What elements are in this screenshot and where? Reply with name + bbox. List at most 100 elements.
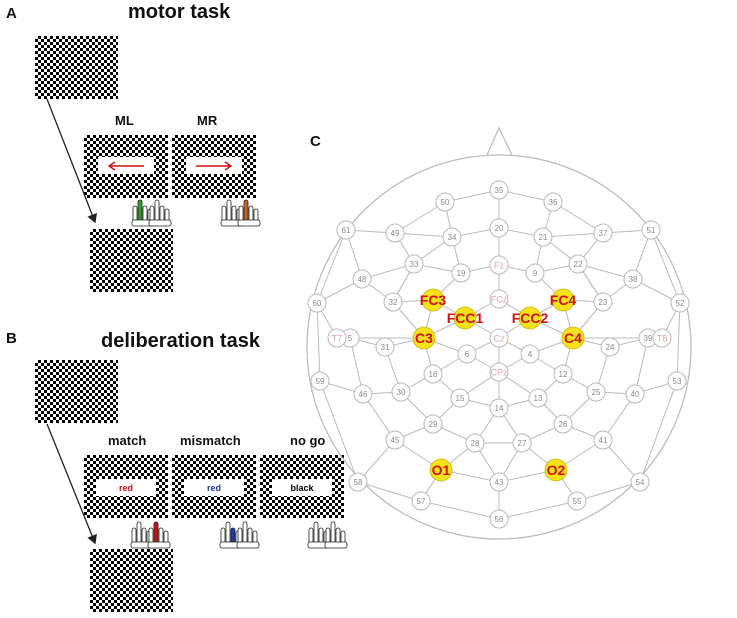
condition-label-no-go: no go: [290, 433, 326, 448]
numbered-electrode-61: 61: [336, 220, 356, 240]
stimulus-word-match: red: [118, 482, 133, 493]
electrode-label: 51: [647, 226, 656, 235]
numbered-electrode-13: 13: [528, 388, 548, 408]
electrode-label: 50: [441, 198, 450, 207]
numbered-electrode-60: 60: [307, 293, 327, 313]
numbered-electrode-28: 28: [465, 433, 485, 453]
numbered-electrode-59: 59: [310, 371, 330, 391]
numbered-electrode-15: 15: [450, 388, 470, 408]
highlighted-electrode-fcc2: FCC2: [512, 306, 549, 330]
reference-electrode-t7: T7: [327, 328, 347, 348]
highlighted-electrode-fcc1: FCC1: [447, 306, 484, 330]
reference-electrode-cz: Cz: [489, 328, 509, 348]
electrode-label: T8: [657, 334, 668, 344]
electrode-label: 53: [673, 377, 682, 386]
electrode-label: CPz: [490, 368, 508, 378]
panel-b-letter: B: [6, 330, 17, 347]
numbered-electrode-6: 6: [457, 344, 477, 364]
electrode-label: 25: [592, 388, 601, 397]
electrode-label: 56: [495, 515, 504, 524]
numbered-electrode-22: 22: [568, 254, 588, 274]
electrode-label: FCC2: [512, 310, 549, 326]
highlighted-electrode-fc3: FC3: [420, 288, 446, 312]
electrode-label: C4: [564, 330, 582, 346]
electrode-label: C3: [415, 330, 433, 346]
electrode-label: 4: [528, 350, 533, 359]
numbered-electrode-41: 41: [593, 430, 613, 450]
numbered-electrode-58: 58: [348, 472, 368, 492]
numbered-electrode-34: 34: [442, 227, 462, 247]
electrode-label: 26: [559, 420, 568, 429]
electrode-label: FCz: [491, 295, 508, 305]
electrode-label: 49: [391, 229, 400, 238]
electrode-label: 14: [495, 404, 504, 413]
numbered-electrode-35: 35: [489, 180, 509, 200]
numbered-electrode-29: 29: [423, 414, 443, 434]
head-outline: [306, 126, 692, 540]
electrode-label: 27: [518, 439, 527, 448]
electrode-label: 23: [599, 298, 608, 307]
response-screen-a: [90, 229, 173, 292]
numbered-electrode-52: 52: [670, 293, 690, 313]
highlighted-electrode-c3: C3: [412, 326, 436, 350]
numbered-electrode-46: 46: [353, 384, 373, 404]
highlighted-electrode-c4: C4: [561, 326, 585, 350]
panel-a-letter: A: [6, 5, 17, 22]
response-screen-b: [90, 549, 173, 612]
sequence-arrow-a: [46, 98, 98, 224]
hand-icon-mr: [237, 199, 261, 227]
sequence-arrow-b: [46, 423, 97, 545]
electrode-label: 37: [599, 229, 608, 238]
electrode-label: 55: [573, 497, 582, 506]
numbered-electrode-57: 57: [411, 491, 431, 511]
numbered-electrode-49: 49: [385, 223, 405, 243]
electrode-label: FCC1: [447, 310, 484, 326]
numbered-electrode-26: 26: [553, 414, 573, 434]
hand-icon-match: [147, 521, 171, 549]
electrode-label: 35: [495, 186, 504, 195]
hand-icon-ml: [131, 199, 155, 227]
stimulus-screen-mismatch: red: [172, 455, 256, 518]
highlighted-electrode-o1: O1: [429, 458, 453, 482]
numbered-electrode-32: 32: [383, 292, 403, 312]
electrode-label: 57: [417, 497, 426, 506]
condition-label-mismatch: mismatch: [180, 433, 241, 448]
electrode-label: Cz: [494, 334, 505, 344]
electrode-label: FC4: [550, 292, 577, 308]
hand-icon-ml-right: [148, 199, 172, 227]
electrode-label: 40: [631, 390, 640, 399]
stimulus-screen-match: red: [84, 455, 168, 518]
numbered-electrode-24: 24: [600, 337, 620, 357]
electrode-label: 60: [313, 299, 322, 308]
stimulus-word-mismatch: red: [206, 482, 221, 493]
deliberation-task-title: deliberation task: [101, 330, 260, 352]
electrode-label: O1: [432, 462, 451, 478]
reference-electrode-fz: Fz: [489, 255, 509, 275]
hand-icon-no-go-right: [324, 521, 348, 549]
numbered-electrode-37: 37: [593, 223, 613, 243]
electrode-label: 5: [348, 334, 353, 343]
numbered-electrode-45: 45: [385, 430, 405, 450]
numbered-electrode-38: 38: [623, 269, 643, 289]
electrode-label: 61: [342, 226, 351, 235]
electrode-label: 48: [358, 275, 367, 284]
stimulus-screen-no-go: black: [260, 455, 344, 518]
electrode-label: 21: [539, 233, 548, 242]
electrode-label: 29: [429, 420, 438, 429]
numbered-electrode-30: 30: [391, 382, 411, 402]
electrode-label: 41: [599, 436, 608, 445]
electrode-label: 59: [316, 377, 325, 386]
numbered-electrode-12: 12: [553, 364, 573, 384]
panel-c-letter: C: [310, 133, 321, 150]
electrode-label: 34: [448, 233, 457, 242]
electrode-label: 46: [359, 390, 368, 399]
electrode-label: 16: [429, 370, 438, 379]
numbered-electrode-16: 16: [423, 364, 443, 384]
electrode-label: 58: [354, 478, 363, 487]
hand-icon-mismatch-right: [236, 521, 260, 549]
electrode-label: 12: [559, 370, 568, 379]
electrode-label: 54: [636, 478, 645, 487]
